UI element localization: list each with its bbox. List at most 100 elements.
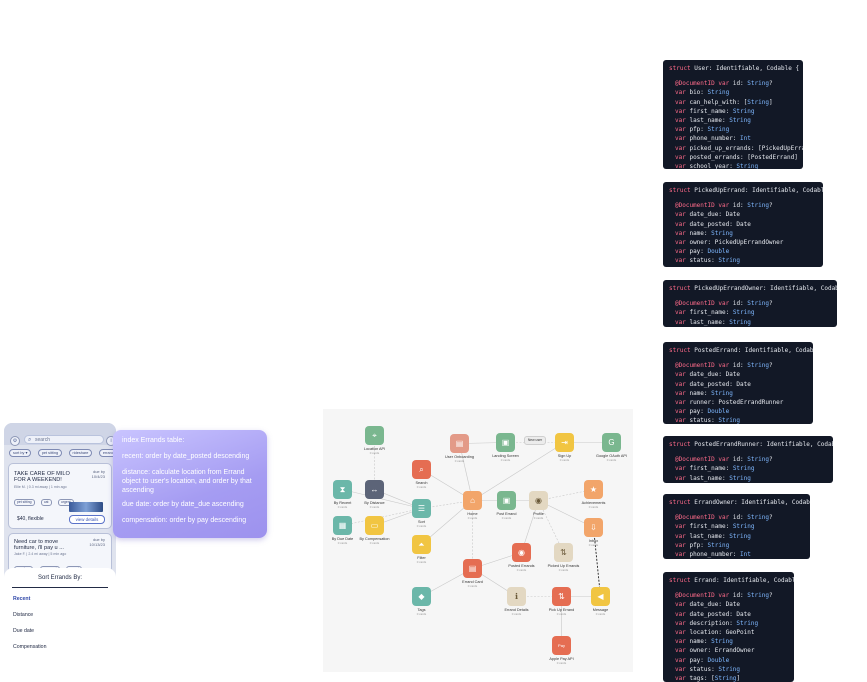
sort-option-distance[interactable]: Distance — [13, 612, 34, 618]
note-line: distance: calculate location from Errand… — [122, 469, 252, 494]
struct-field-line: var status: String — [675, 257, 741, 265]
node-card-count: 0 cards — [588, 505, 599, 509]
apple-pay-api-node[interactable]: Pay — [552, 636, 571, 655]
by-distance-node[interactable]: ↔ — [365, 480, 384, 499]
errand-card[interactable]: Need car to move furniture, i'll pay u .… — [8, 533, 112, 573]
user-onboarding-icon: ▤ — [455, 439, 464, 448]
struct-field-line: var phone_number: Int — [675, 135, 751, 143]
struct-header: struct PickedUpErrandOwner: Identifiable… — [669, 285, 837, 292]
inbox-node[interactable]: ⇩ — [584, 518, 603, 537]
filter-node[interactable]: ⏶ — [412, 535, 431, 554]
node-label: Filter — [417, 556, 426, 560]
search-node[interactable]: ⌕ — [412, 460, 431, 479]
sort-bottom-sheet: Sort Errands By: Recent Distance Due dat… — [4, 568, 116, 682]
errand-price: $40, flexible — [17, 516, 44, 522]
struct-header: struct PostedErrand: Identifiable, Codab… — [669, 347, 813, 354]
message-node[interactable]: ◀ — [591, 587, 610, 606]
node-label: Errand Card — [462, 580, 483, 584]
node-card-count: 0 cards — [516, 568, 527, 572]
node-card-count: 0 cards — [606, 458, 617, 462]
google-oauth-api-icon: G — [608, 438, 615, 447]
filter-chip[interactable]: pet sitting — [37, 449, 63, 457]
errand-title: TAKE CARE OF MILO FOR A WEEKEND! — [14, 471, 70, 483]
struct-field-line: var runner: PostedErrandRunner — [675, 399, 784, 407]
sort-option-compensation[interactable]: Compensation — [13, 644, 47, 650]
struct-posted-errand-runner-card: struct PostedErrandRunner: Identifiable,… — [663, 436, 833, 483]
struct-picked-up-errand-owner-card: struct PickedUpErrandOwner: Identifiable… — [663, 280, 837, 327]
google-oauth-api-node[interactable]: G — [602, 433, 621, 452]
home-node[interactable]: ⌂ — [463, 491, 482, 510]
filter-chip[interactable]: errand/food — [98, 449, 116, 457]
view-details-button[interactable]: view details — [69, 515, 105, 524]
struct-field-line: var date_posted: Date — [675, 610, 751, 618]
by-recent-node[interactable]: ⧗ — [333, 480, 352, 499]
struct-field-line: @DocumentID var id: String? — [675, 362, 773, 370]
inbox-icon: ⇩ — [590, 523, 597, 532]
struct-field-line: var name: String — [675, 229, 733, 237]
errand-card[interactable]: TAKE CARE OF MILO FOR A WEEKEND! due by … — [8, 463, 112, 529]
errand-photo — [69, 502, 103, 512]
filter-chip[interactable]: rideshare — [68, 449, 93, 457]
achievements-node[interactable]: ★ — [584, 480, 603, 499]
filter-icon: ⏶ — [418, 540, 425, 549]
node-card-count: 0 cards — [369, 541, 380, 545]
node-label: By Recent — [333, 501, 352, 505]
tag: pet sitting — [14, 499, 35, 506]
sort-option-due-date[interactable]: Due date — [13, 628, 35, 634]
by-due-date-icon: ▦ — [338, 521, 347, 530]
node-card-count: 0 cards — [337, 541, 348, 545]
sort-node[interactable]: ☰ — [412, 499, 431, 518]
struct-field-line: var name: String — [675, 638, 733, 646]
posted-errands-node[interactable]: ◉ — [512, 543, 531, 562]
picked-up-errands-node[interactable]: ⇅ — [554, 543, 573, 562]
tags-node[interactable]: ◆ — [412, 587, 431, 606]
node-card-count: 0 cards — [511, 612, 522, 616]
settings-icon[interactable]: ⚙ — [10, 436, 20, 446]
node-label: Picked Up Errands — [547, 564, 580, 568]
struct-field-line: @DocumentID var id: String? — [675, 592, 773, 600]
flow-connector — [538, 500, 564, 553]
node-card-count: 0 cards — [501, 516, 512, 520]
by-distance-icon: ↔ — [370, 485, 379, 494]
node-label: Google OAuth API — [595, 454, 628, 458]
sign-up-node[interactable]: ⇥ — [555, 433, 574, 452]
search-input[interactable]: ⌕ search — [24, 435, 104, 444]
node-label: Sort — [418, 520, 425, 524]
errand-details-node[interactable]: ℹ — [507, 587, 526, 606]
new-user-badge: New user — [524, 436, 546, 445]
post-errand-node[interactable]: ▣ — [497, 491, 516, 510]
by-compensation-node[interactable]: ▭ — [365, 516, 384, 535]
struct-field-line: @DocumentID var id: String? — [675, 202, 773, 210]
sort-option-recent[interactable]: Recent — [13, 596, 31, 602]
user-onboarding-node[interactable]: ▤ — [450, 434, 469, 453]
pick-up-errand-node[interactable]: ⇅ — [552, 587, 571, 606]
search-icon: ⌕ — [419, 465, 424, 474]
struct-field-line: var school_year: String — [675, 163, 759, 169]
node-label: Search — [415, 481, 428, 485]
struct-field-line: var posted_errands: [PostedErrand] — [675, 153, 798, 161]
node-card-count: 0 cards — [467, 516, 478, 520]
node-card-count: 0 cards — [454, 459, 465, 463]
node-label: Achievements — [581, 501, 606, 505]
node-card-count: 0 cards — [556, 661, 567, 665]
note-line: recent: order by date_posted descending — [122, 453, 250, 460]
node-card-count: 0 cards — [558, 568, 569, 572]
filter-chip-row: sort by ▾ pet sitting rideshare errand/f… — [9, 449, 116, 457]
struct-field-line: var pfp: String — [675, 126, 730, 134]
errand-due-date: due by 10/4/23 — [91, 469, 105, 479]
struct-close-brace: } — [669, 266, 817, 268]
location-api-node[interactable]: ⌖ — [365, 426, 384, 445]
sort-by-chip[interactable]: sort by ▾ — [9, 449, 32, 457]
struct-field-line: var first_name: String — [675, 523, 755, 531]
errand-card-node[interactable]: ▤ — [463, 559, 482, 578]
by-due-date-node[interactable]: ▦ — [333, 516, 352, 535]
landing-screen-node[interactable]: ▣ — [496, 433, 515, 452]
location-api-icon: ⌖ — [372, 431, 377, 440]
struct-field-line: @DocumentID var id: String? — [675, 456, 773, 464]
tags-icon: ◆ — [418, 592, 425, 601]
errand-due-date: due by 10/13/23 — [89, 537, 105, 547]
struct-header: struct PickedUpErrand: Identifiable, Cod… — [669, 187, 823, 194]
profile-node[interactable]: ◉ — [529, 491, 548, 510]
errand-card-icon: ▤ — [468, 564, 477, 573]
post-errand-icon: ▣ — [502, 496, 511, 505]
